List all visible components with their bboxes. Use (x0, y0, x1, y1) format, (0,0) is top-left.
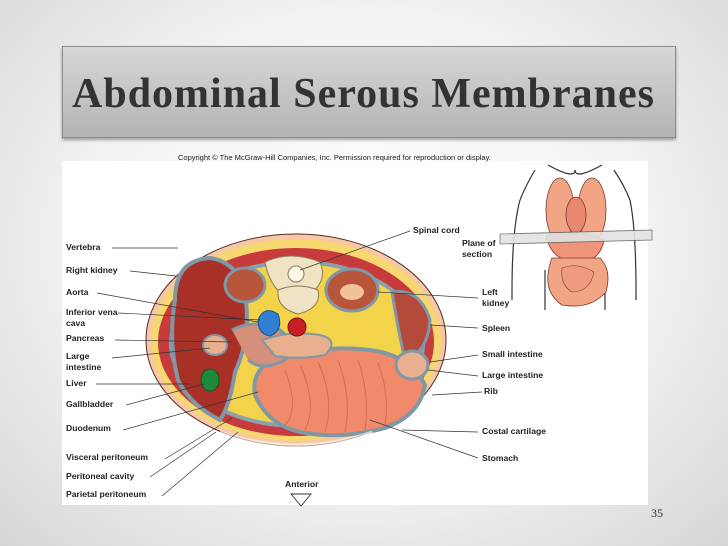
label-plane-of-section: Plane of section (462, 238, 496, 259)
anterior-arrow (290, 493, 312, 507)
label-peritoneal-cavity: Peritoneal cavity (66, 471, 135, 481)
label-right-kidney: Right kidney (66, 265, 118, 275)
plane-of-section (499, 229, 653, 245)
leader-lines-left (96, 247, 261, 497)
page-number: 35 (651, 506, 663, 520)
label-spinal-cord: Spinal cord (413, 225, 460, 235)
torso-organs (545, 177, 609, 307)
label-large-intestine-left: Large intestine (66, 351, 102, 372)
label-parietal-peritoneum: Parietal peritoneum (66, 489, 147, 499)
label-visceral-peritoneum: Visceral peritoneum (66, 452, 148, 462)
label-liver: Liver (66, 378, 87, 388)
copyright-notice: Copyright © The McGraw-Hill Companies, I… (178, 153, 491, 162)
label-vertebra: Vertebra (66, 242, 101, 252)
label-duodenum: Duodenum (66, 423, 111, 433)
label-small-intestine: Small intestine (482, 349, 543, 359)
label-aorta: Aorta (66, 287, 89, 297)
label-pancreas: Pancreas (66, 333, 105, 343)
label-costal-cartilage: Costal cartilage (482, 426, 546, 436)
label-inferior-vena-cava: Inferior vena cava (66, 307, 118, 328)
slide-title: Abdominal Serous Membranes (72, 71, 655, 117)
label-anterior: Anterior (285, 479, 319, 489)
label-stomach: Stomach (482, 453, 519, 463)
leader-lines-right (299, 230, 483, 459)
cross-section (145, 233, 447, 447)
label-large-intestine-right: Large intestine (482, 370, 544, 380)
label-spleen: Spleen (482, 323, 511, 333)
label-gallbladder: Gallbladder (66, 399, 114, 409)
title-bar (62, 46, 676, 138)
label-left-kidney: Left kidney (482, 287, 510, 308)
label-rib: Rib (484, 386, 498, 396)
